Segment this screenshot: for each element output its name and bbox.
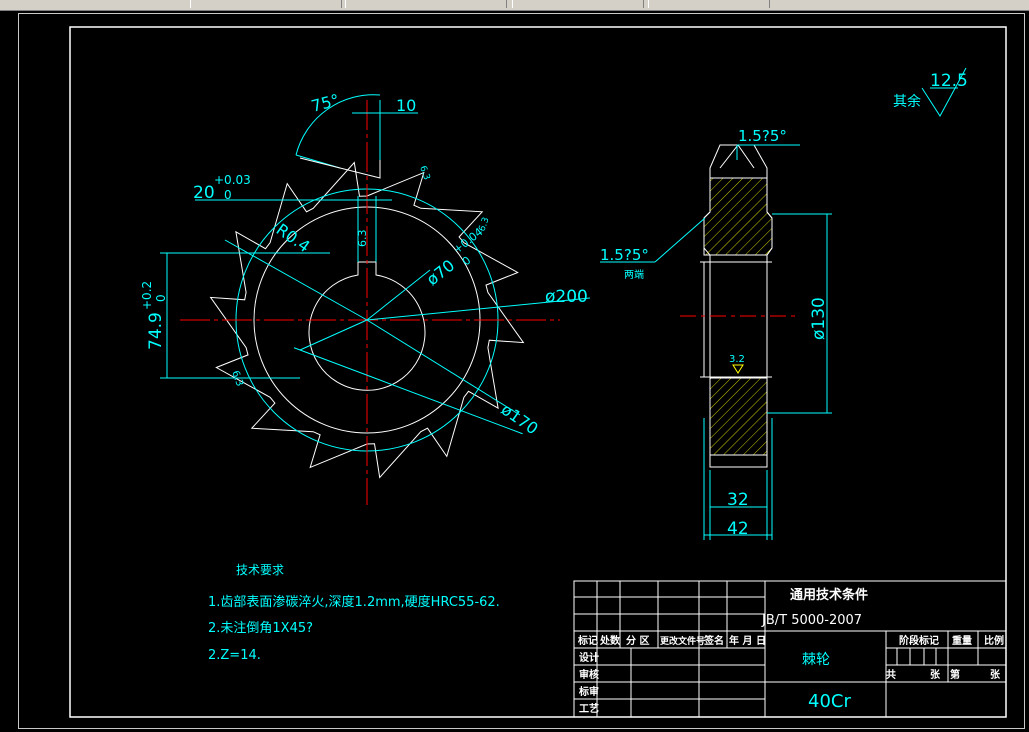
sheet-label: 张	[930, 668, 941, 681]
rough-32-text: 3.2	[729, 354, 745, 365]
stage-mark: 阶段标记	[899, 634, 939, 647]
chamfer-top-text: 1.5?5°	[738, 127, 787, 145]
rough-63-key: 6.3	[356, 230, 369, 248]
bottom-hatch	[709, 377, 768, 456]
title-block-frame	[573, 580, 1007, 718]
col-zone: 分 区	[626, 634, 649, 647]
angle-75-arc	[295, 94, 381, 156]
tech-req-line1: 1.齿部表面渗碳淬火,深度1.2mm,硬度HRC55-62.	[208, 594, 500, 610]
phi70-text: ø70	[423, 256, 458, 290]
title-block-text: 通用技术条件 JB/T 5000-2007 标记 处数 分 区 更改文件号 签名…	[577, 587, 1004, 715]
sheet2-label: 张	[990, 668, 1001, 681]
col-docno: 更改文件号	[660, 635, 705, 647]
col-count: 处数	[599, 634, 621, 647]
phi200-leader	[366, 297, 591, 321]
phi130-text: ø130	[809, 297, 829, 340]
technical-requirements: 技术要求 1.齿部表面渗碳淬火,深度1.2mm,硬度HRC55-62. 2.未注…	[208, 563, 500, 663]
toolbar-tab[interactable]	[345, 0, 507, 8]
dim-749-text: 74.9	[146, 312, 166, 350]
tol-0a-text: 0	[224, 188, 232, 202]
row-process: 工艺	[579, 702, 599, 715]
top-hatch	[703, 177, 773, 256]
general-tech-text: 通用技术条件	[790, 587, 868, 603]
bore-with-keyway	[308, 261, 426, 391]
rough-63-tooth: 6.3	[417, 165, 431, 182]
keyway-20-text: 20	[193, 183, 215, 203]
both-ends-text: 两端	[624, 268, 644, 281]
roughness-v-symbol	[921, 67, 967, 117]
phi70-leader	[366, 269, 431, 321]
tol-003-text: +0.03	[214, 173, 251, 187]
tech-req-title: 技术要求	[236, 563, 284, 577]
standard-text: JB/T 5000-2007	[761, 613, 862, 628]
tol-02-text: +0.2	[140, 281, 154, 310]
top-tooth-detail	[299, 157, 381, 179]
roughness-value: 12.5	[930, 71, 968, 91]
title-block	[573, 580, 1007, 718]
row-standard: 标审	[578, 685, 599, 698]
roughness-32-symbol	[732, 364, 744, 374]
drawing-outer-frame	[18, 13, 1025, 729]
row-design: 设计	[579, 651, 599, 664]
w32-text: 32	[727, 490, 749, 510]
drawing-border	[69, 26, 1007, 718]
r04-text: R0.4	[273, 220, 314, 257]
ratchet-front-view: 75° 10 20 +0.03 0 R0.4 6.3 6.3 6.3 ø70 +…	[140, 90, 591, 505]
roughness-general-symbol: 其余 12.5	[893, 67, 968, 117]
diag-leader	[299, 319, 368, 351]
w42-text: 42	[727, 519, 749, 539]
application-toolbar	[0, 0, 1029, 11]
material: 40Cr	[808, 691, 851, 712]
toolbar-tab[interactable]	[512, 0, 644, 8]
toolbar-tab[interactable]	[190, 0, 342, 8]
scale-label: 比例	[984, 634, 1004, 647]
angle-75-text: 75°	[309, 90, 341, 116]
col-sign: 签名	[703, 634, 724, 647]
r04-leader	[224, 239, 368, 321]
col-date: 年 月 日	[729, 634, 766, 647]
toolbar-tab[interactable]	[648, 0, 770, 8]
phi170-leader	[293, 347, 523, 435]
sheet-no-label: 第	[950, 668, 960, 681]
chamfer-left-text: 1.5?5°	[600, 246, 649, 264]
roughness-rest-label: 其余	[893, 93, 921, 110]
tol-0b-text: 0	[460, 254, 474, 269]
total-label: 共	[886, 668, 896, 681]
col-mark: 标记	[577, 634, 598, 647]
rough-63-tooth2: 6.3	[477, 216, 491, 233]
phi170-dim-line	[366, 319, 521, 416]
weight-label: 重量	[952, 634, 972, 647]
tol-0c-text: 0	[154, 294, 168, 302]
tech-req-line2: 2.未注倒角1X45?	[208, 621, 313, 636]
tech-req-line3: 2.Z=14.	[208, 648, 261, 663]
chamfer-left-leader-diag	[654, 217, 706, 263]
ratchet-side-section: 1.5?5° 1.5?5° 两端 3.2 ø130 32 42	[600, 127, 832, 540]
rough-63-left: 6.3	[229, 369, 245, 388]
width-10-text: 10	[396, 96, 416, 115]
phi200-text: ø200	[545, 287, 588, 307]
part-name: 棘轮	[802, 652, 830, 668]
row-review: 审核	[579, 668, 599, 681]
